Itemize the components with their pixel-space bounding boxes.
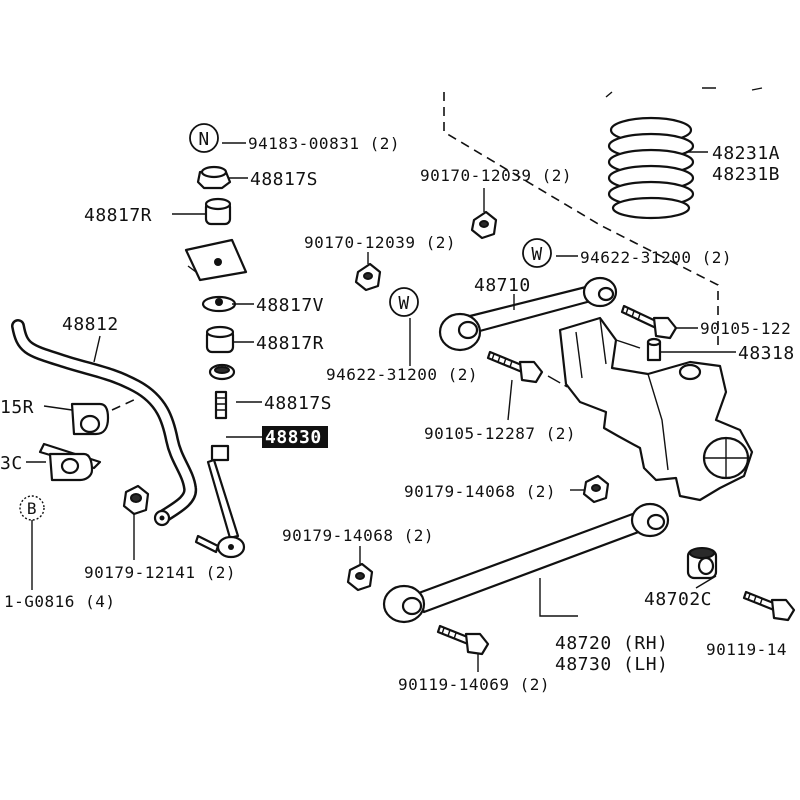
label-48812: 48812 — [62, 314, 119, 335]
label-48318: 48318 — [738, 343, 795, 364]
label-3C: 3C — [0, 453, 23, 474]
marker-b: B — [19, 495, 45, 521]
label-90179-14068-b: 90179-14068 (2) — [282, 526, 434, 545]
label-90170-12039-a: 90170-12039 (2) — [420, 166, 572, 185]
svg-text:B: B — [27, 499, 37, 518]
part-labels: 94183-00831 (2) 48817S 48817R 48812 4881… — [0, 134, 795, 694]
leader-lines — [26, 142, 736, 672]
coil-spring — [605, 87, 763, 220]
bushing-48702C — [686, 547, 718, 580]
label-G0816: 1-G0816 (4) — [4, 592, 115, 611]
bolt-90119-14-b — [742, 590, 796, 622]
nut-90170-a — [470, 210, 498, 240]
label-48231B: 48231B — [712, 164, 780, 185]
label-48702C: 48702C — [644, 589, 712, 610]
label-48817S-mid: 48817S — [264, 393, 332, 414]
label-48231A: 48231A — [712, 143, 780, 164]
label-48817R-top: 48817R — [84, 205, 152, 226]
label-94183-00831: 94183-00831 (2) — [248, 134, 400, 153]
svg-text:W: W — [531, 244, 542, 265]
bolt-90105-122 — [620, 304, 678, 340]
svg-text:W: W — [398, 293, 409, 314]
label-48817V: 48817V — [256, 295, 324, 316]
marker-w-upper: W — [522, 238, 552, 268]
nut-90170-b — [354, 262, 382, 292]
upper-control-arm — [438, 276, 618, 352]
label-48830-highlight — [262, 426, 328, 448]
label-90105-12287: 90105-12287 (2) — [424, 424, 576, 443]
label-90179-14068-a: 90179-14068 (2) — [404, 482, 556, 501]
nut-90179-12141 — [122, 484, 150, 516]
marker-w-lower: W — [389, 287, 419, 317]
label-48720-rh: 48720 (RH) — [555, 633, 668, 654]
marker-n: N — [189, 123, 219, 153]
label-48710: 48710 — [474, 275, 531, 296]
label-90119-14069: 90119-14069 (2) — [398, 675, 550, 694]
nut-90179-14068-a — [582, 474, 610, 504]
stabilizer-bushing — [38, 402, 110, 482]
label-94622-31200-a: 94622-31200 (2) — [580, 248, 732, 267]
partial-outline-top — [605, 87, 763, 98]
label-90179-12141: 90179-12141 (2) — [84, 563, 236, 582]
label-90105-122: 90105-122 — [700, 319, 791, 338]
label-15R: 15R — [0, 397, 34, 418]
label-94622-31200-b: 94622-31200 (2) — [326, 365, 478, 384]
bolt-90105-12287 — [486, 350, 544, 384]
stabilizer-link-stack — [184, 165, 248, 559]
bolt-48318 — [646, 337, 662, 362]
lower-control-arm — [382, 502, 670, 624]
label-90170-12039-b: 90170-12039 (2) — [304, 233, 456, 252]
label-48817R-mid: 48817R — [256, 333, 324, 354]
label-48830: 48830 — [265, 427, 322, 448]
nut-90179-14068-b — [346, 562, 374, 592]
stabilizer-bar — [11, 319, 198, 527]
label-48730-lh: 48730 (LH) — [555, 654, 668, 675]
dashed-guide-stabilizer — [111, 397, 139, 411]
label-90119-14-b: 90119-14 — [706, 640, 787, 659]
axle-bracket — [558, 316, 754, 502]
label-48817S-top: 48817S — [250, 169, 318, 190]
svg-text:N: N — [198, 129, 209, 150]
bolt-90119-14069 — [436, 624, 490, 656]
